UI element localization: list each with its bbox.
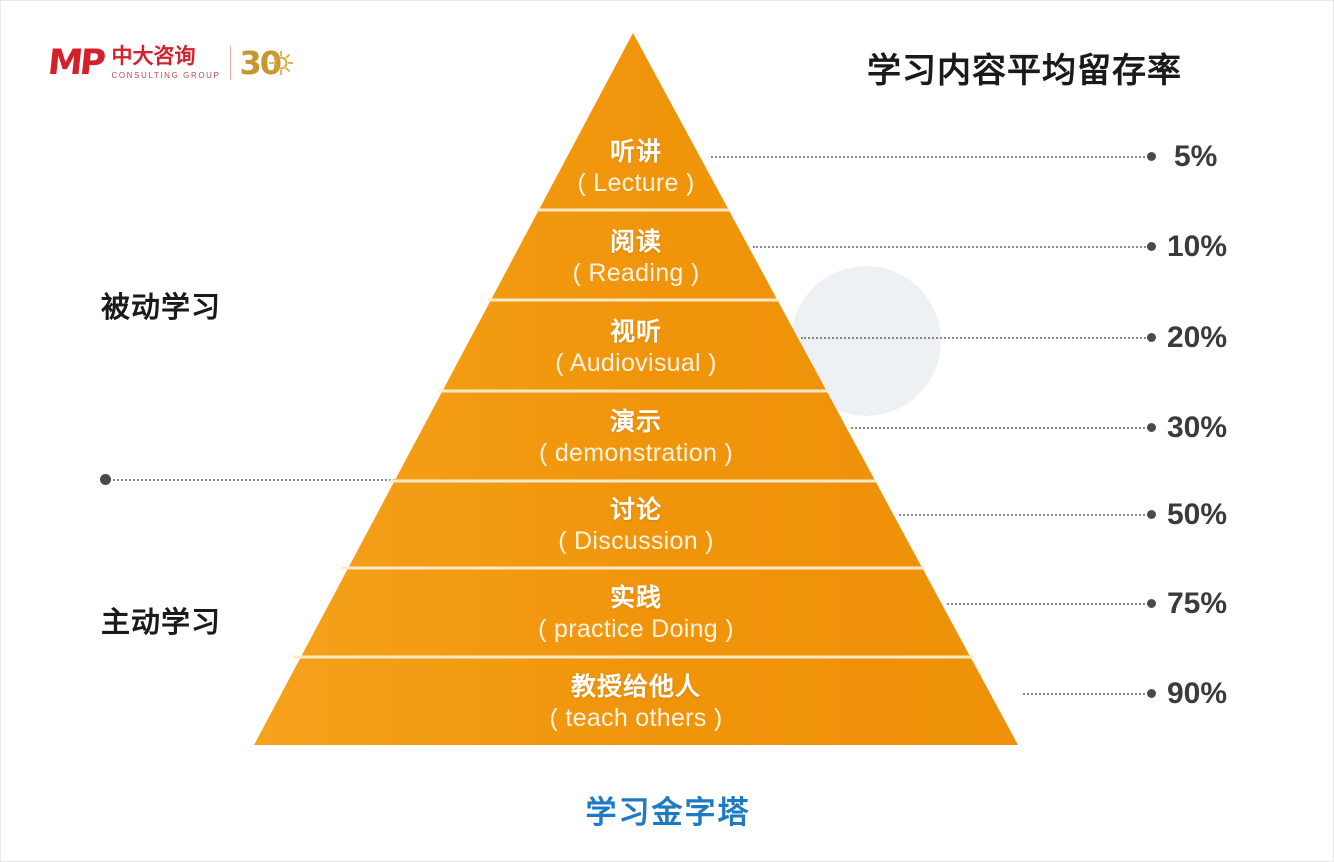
percent-value-20: 20% bbox=[1167, 321, 1228, 354]
leader-line-30 bbox=[851, 427, 1149, 431]
leader-line-5 bbox=[711, 156, 1149, 160]
logo-name-en: CONSULTING GROUP bbox=[111, 70, 221, 80]
logo-mark: MP bbox=[45, 42, 105, 83]
pyramid-shape bbox=[254, 33, 1018, 745]
split-marker-dot bbox=[100, 474, 111, 485]
leader-dot-50 bbox=[1147, 510, 1156, 519]
leader-line-75 bbox=[947, 603, 1149, 607]
leader-dot-75 bbox=[1147, 599, 1156, 608]
leader-dot-30 bbox=[1147, 423, 1156, 432]
chart-caption: 学习金字塔 bbox=[585, 795, 751, 830]
logo-name-cn: 中大咨询 bbox=[111, 45, 196, 69]
sunburst-icon bbox=[268, 50, 294, 76]
leader-dot-5 bbox=[1147, 152, 1156, 161]
percent-value-30: 30% bbox=[1167, 411, 1228, 444]
percent-value-75: 75% bbox=[1167, 587, 1228, 620]
leader-dot-20 bbox=[1147, 333, 1156, 342]
split-marker-line bbox=[113, 479, 443, 483]
percent-value-50: 50% bbox=[1167, 498, 1228, 531]
leader-line-20 bbox=[801, 337, 1149, 341]
percent-value-5: 5% bbox=[1174, 140, 1218, 173]
percent-value-90: 90% bbox=[1167, 677, 1228, 710]
active-learning-label: 主动学习 bbox=[101, 607, 222, 639]
passive-learning-label: 被动学习 bbox=[101, 292, 222, 324]
logo-divider bbox=[229, 46, 231, 80]
logo-name-block: 中大咨询 CONSULTING GROUP bbox=[111, 45, 221, 80]
leader-line-10 bbox=[753, 246, 1149, 250]
retention-title: 学习内容平均留存率 bbox=[867, 52, 1182, 90]
logo-anniversary: 30 bbox=[240, 47, 295, 79]
pyramid: 听讲 ( Lecture ) 阅读 ( Reading ) 视听 ( Audio… bbox=[254, 33, 1018, 745]
leader-line-90 bbox=[1023, 693, 1149, 697]
leader-dot-10 bbox=[1147, 242, 1156, 251]
leader-dot-90 bbox=[1147, 689, 1156, 698]
leader-line-50 bbox=[899, 514, 1149, 518]
percent-value-10: 10% bbox=[1167, 230, 1228, 263]
company-logo: MP 中大咨询 CONSULTING GROUP 30 bbox=[45, 39, 295, 87]
